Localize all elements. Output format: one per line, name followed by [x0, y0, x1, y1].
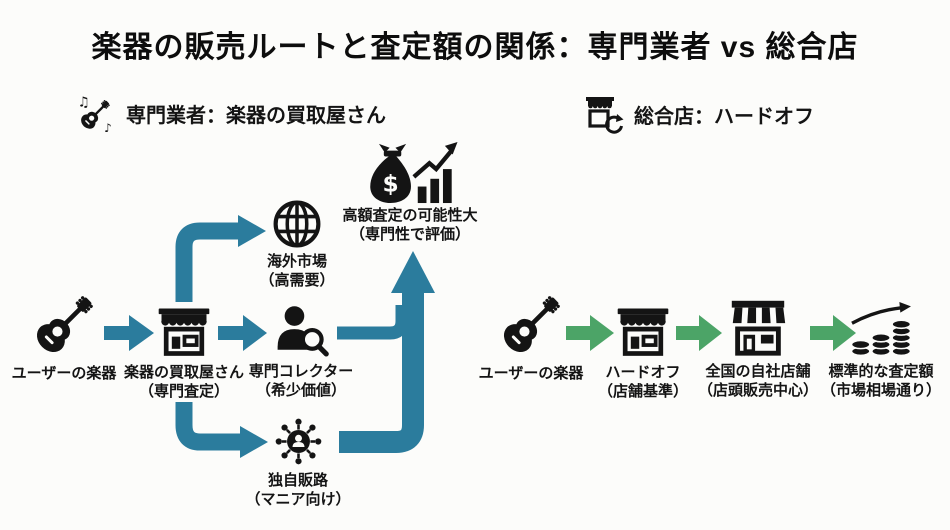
node-label: ユーザーの楽器 — [11, 365, 117, 382]
node-label: 楽器の買取屋さん — [123, 364, 244, 381]
node-sublabel: （専門性で評価） — [349, 226, 470, 243]
arrow-stores-to-appraisal — [810, 315, 856, 351]
node-label: 標準的な査定額 — [828, 363, 934, 380]
node-sublabel: （マニア向け） — [245, 491, 351, 508]
svg-text:$: $ — [383, 170, 399, 197]
storefront-icon — [731, 300, 786, 356]
collector-search-icon — [277, 306, 329, 357]
node-sublabel: （店頭販売中心） — [697, 382, 818, 399]
guitar-icon — [36, 296, 93, 353]
legend-specialist-label: 専門業者：楽器の買取屋さん — [126, 104, 386, 127]
node-own-channel: 独自販路 （マニア向け） — [218, 414, 378, 509]
node-standard-appraisal: 標準的な査定額 （市場相場通り） — [801, 302, 950, 400]
arrow-shop-to-own-channel — [175, 402, 268, 458]
node-buy-shop: 楽器の買取屋さん （専門査定） — [104, 301, 264, 401]
node-sublabel: （専門査定） — [138, 383, 229, 400]
globe-icon — [273, 200, 321, 248]
svg-text:♪: ♪ — [104, 121, 112, 134]
guitar-notes-icon: ♫ ♪ — [78, 95, 112, 134]
node-sublabel: （市場相場通り） — [820, 382, 941, 399]
node-user-instrument-right: ユーザーの楽器 — [451, 288, 611, 383]
node-user-instrument-left: ユーザーの楽器 — [0, 288, 144, 383]
money-bag-chart-icon: $ — [370, 141, 458, 204]
node-high-appraisal: $ 高額査定の可能性大 （専門性で評価） — [330, 140, 490, 244]
coins-rise-icon — [850, 302, 912, 357]
guitar-icon — [503, 296, 560, 353]
arrow-guitar-to-shop — [104, 315, 154, 351]
arrow-shop-to-overseas — [175, 215, 266, 302]
node-label: 独自販路 — [267, 472, 328, 489]
arrow-guitar-to-hardoff — [566, 315, 614, 351]
node-label: ハードオフ — [605, 364, 681, 381]
arrow-shop-to-collector — [218, 315, 267, 351]
legend-general: 総合店：ハードオフ — [584, 94, 814, 134]
legend-general-label: 総合店：ハードオフ — [634, 105, 814, 128]
node-label: 海外市場 — [266, 253, 327, 270]
node-label: ユーザーの楽器 — [478, 365, 584, 382]
node-national-stores: 全国の自社店舗 （店頭販売中心） — [678, 294, 838, 400]
svg-text:♫: ♫ — [78, 95, 90, 111]
node-label: 全国の自社店舗 — [705, 363, 811, 380]
node-collector: 専門コレクター （希少価値） — [221, 302, 381, 400]
store-recycle-icon — [586, 97, 624, 134]
node-hardoff: ハードオフ （店舗基準） — [563, 301, 723, 401]
arrow-hardoff-to-stores — [676, 315, 722, 351]
node-sublabel: （希少価値） — [255, 382, 346, 399]
node-sublabel: （高需要） — [259, 272, 335, 289]
page-title: 楽器の販売ルートと査定額の関係：専門業者 vs 総合店 — [91, 31, 859, 64]
shop-icon — [158, 308, 210, 356]
node-sublabel: （店舗基準） — [597, 383, 688, 400]
shop-icon — [617, 308, 669, 356]
node-label: 高額査定の可能性大 — [342, 207, 478, 224]
node-label: 専門コレクター — [248, 363, 354, 380]
legend-specialist: ♫ ♪ 専門業者：楽器の買取屋さん — [74, 92, 386, 134]
arrow-merge-to-high-appraisal — [337, 251, 435, 453]
network-icon — [275, 418, 321, 465]
node-overseas-market: 海外市場 （高需要） — [217, 198, 377, 290]
